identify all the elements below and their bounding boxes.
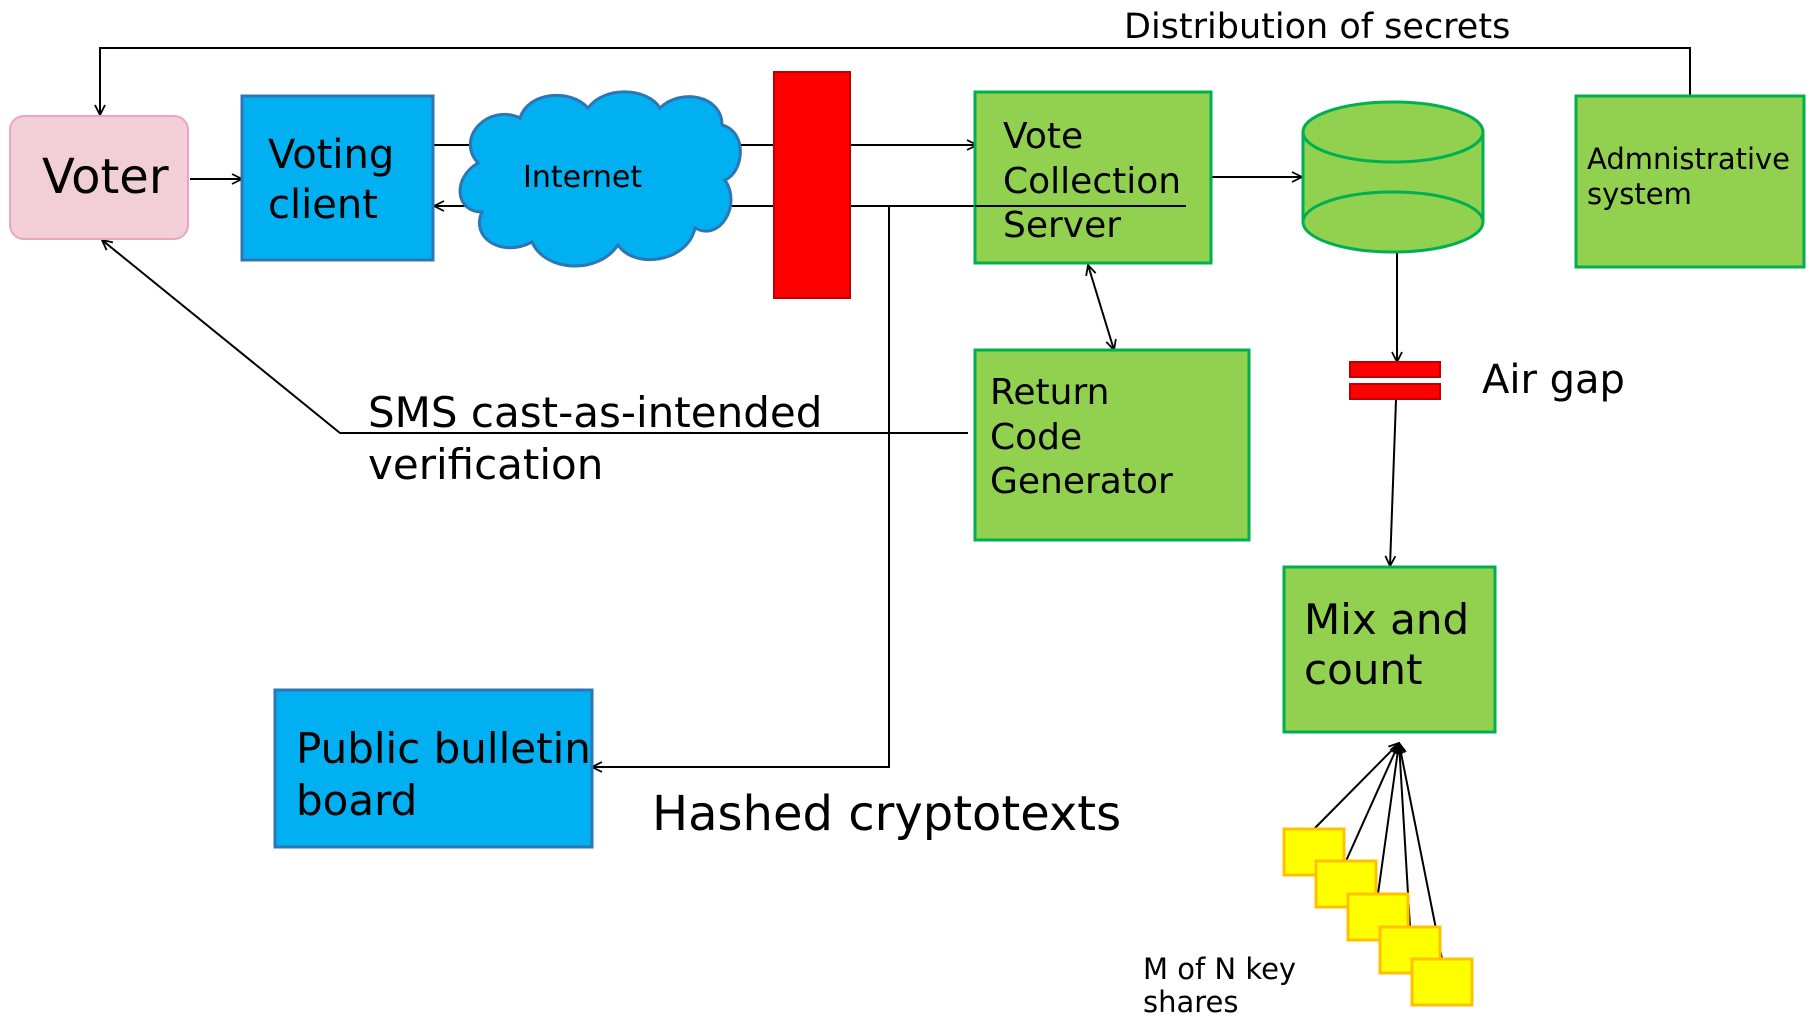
mix-and-count-node bbox=[1282, 565, 1497, 734]
administrative-system-label: Admnistrative system bbox=[1587, 142, 1799, 211]
database-cylinder bbox=[1301, 100, 1485, 254]
key-share-2-arrow bbox=[1345, 743, 1399, 862]
public-bulletin-board-label: Public bulletin board bbox=[296, 724, 604, 825]
administrative-system-node bbox=[1574, 94, 1806, 269]
voting-client-label: Voting client bbox=[268, 132, 407, 228]
key-shares-label: M of N key shares bbox=[1143, 952, 1305, 1016]
air-gap-label: Air gap bbox=[1482, 357, 1625, 403]
key-share-3-arrow bbox=[1377, 743, 1399, 895]
voting-client-node bbox=[240, 94, 435, 262]
internet-cloud: Internet bbox=[458, 90, 742, 268]
vote-collection-server-node bbox=[973, 90, 1213, 265]
voter-label: Voter bbox=[42, 149, 169, 205]
key-share-1-arrow bbox=[1313, 743, 1399, 830]
key-share-5 bbox=[1410, 957, 1474, 1007]
key-share-5-arrow bbox=[1399, 743, 1443, 960]
server-return-code-arrow bbox=[1088, 265, 1114, 350]
sms-verification-label: SMS cast-as-intended verification bbox=[368, 388, 836, 489]
return-code-generator-node bbox=[973, 348, 1251, 542]
firewall-block bbox=[773, 71, 851, 299]
air-gap-symbol bbox=[1349, 361, 1441, 400]
distribution-of-secrets-arrow bbox=[100, 47, 1691, 115]
voter-node bbox=[9, 115, 189, 240]
mix-and-count-label: Mix and count bbox=[1304, 595, 1483, 694]
public-bulletin-board-node bbox=[273, 688, 594, 849]
internet-label: Internet bbox=[523, 160, 642, 195]
hashed-cryptotexts-label: Hashed cryptotexts bbox=[652, 786, 1121, 842]
airgap-to-mix-arrow bbox=[1390, 399, 1397, 566]
vote-collection-server-label: Vote Collection Server bbox=[1003, 116, 1193, 246]
sms-verification-arrow bbox=[102, 240, 968, 434]
distribution-of-secrets-label: Distribution of secrets bbox=[1124, 7, 1510, 47]
hashed-cryptotexts-arrow bbox=[592, 206, 890, 767]
return-code-generator-label: Return Code Generator bbox=[990, 372, 1173, 502]
